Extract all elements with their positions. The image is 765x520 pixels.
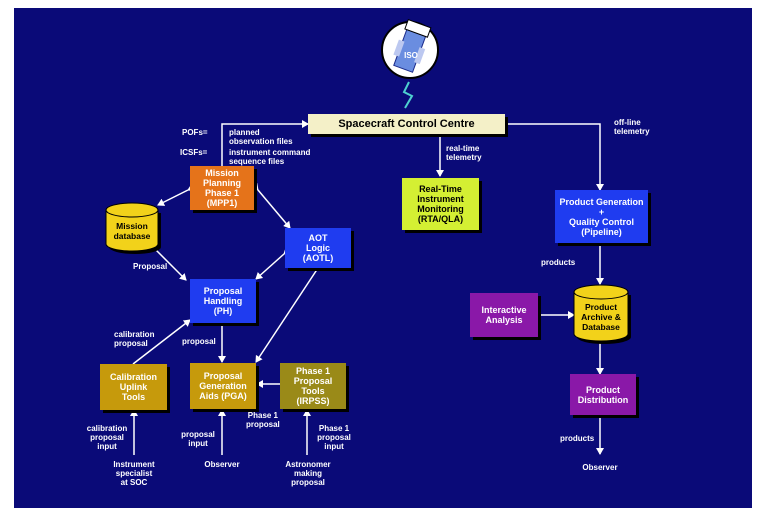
pipeline-box: Product Generation + Quality Control (Pi… bbox=[555, 190, 648, 243]
calibration-uplink-box: Calibration Uplink Tools bbox=[100, 364, 167, 410]
connector-lines bbox=[130, 120, 604, 455]
proposal-handling-box: Proposal Handling (PH) bbox=[190, 279, 256, 323]
proposal-label-mid: proposal bbox=[182, 337, 216, 346]
products-label-2: products bbox=[560, 434, 595, 443]
mpp1-box: Mission Planning Phase 1 (MPP1) bbox=[190, 166, 254, 210]
pofs-definition: planned observation files bbox=[229, 128, 293, 146]
iso-satellite-icon: ISO bbox=[381, 18, 439, 109]
astronomer-label: Astronomer making proposal bbox=[285, 460, 331, 487]
satellite-label: ISO bbox=[404, 51, 418, 60]
interactive-analysis-box: Interactive Analysis bbox=[470, 293, 538, 337]
mission-database-label: Mission database bbox=[113, 221, 151, 241]
proposal-generation-box: Proposal Generation Aids (PGA) bbox=[190, 363, 256, 409]
proposal-input-label: proposal input bbox=[181, 430, 215, 448]
phase1-proposal-label: Phase 1 proposal bbox=[246, 411, 280, 429]
product-archive-label: Product Archive & Database bbox=[581, 302, 621, 332]
phase1-proposal-tools-box: Phase 1 Proposal Tools (IRPSS) bbox=[280, 363, 346, 409]
observer-left-label: Observer bbox=[204, 460, 240, 469]
pofs-abbreviation: POFs= bbox=[182, 128, 208, 137]
calibration-proposal-input-label: calibration proposal input bbox=[86, 424, 128, 451]
mission-database-cylinder bbox=[105, 202, 161, 254]
realtime-monitoring-box: Real-Time Instrument Monitoring (RTA/QLA… bbox=[402, 178, 479, 230]
realtime-telemetry-label: real-time telemetry bbox=[446, 144, 482, 162]
proposal-label-left: Proposal bbox=[133, 262, 168, 271]
product-distribution-box: Product Distribution bbox=[570, 374, 636, 415]
calibration-proposal-label: calibration proposal bbox=[114, 330, 155, 348]
product-archive-cylinder bbox=[573, 284, 631, 344]
offline-telemetry-label: off-line telemetry bbox=[614, 118, 650, 136]
instrument-specialist-label: Instrument specialist at SOC bbox=[113, 460, 155, 487]
icsfs-definition: instrument command sequence files bbox=[229, 148, 311, 166]
downlink-signal-icon bbox=[402, 81, 414, 109]
diagram-background bbox=[14, 8, 752, 508]
icsfs-abbreviation: ICSFs= bbox=[180, 148, 208, 157]
spacecraft-control-centre-box: Spacecraft Control Centre bbox=[308, 114, 505, 134]
observer-right-label: Observer bbox=[582, 463, 618, 472]
aotl-box: AOT Logic (AOTL) bbox=[285, 228, 351, 268]
products-label-1: products bbox=[541, 258, 576, 267]
phase1-proposal-input-label: Phase 1 proposal input bbox=[317, 424, 351, 451]
